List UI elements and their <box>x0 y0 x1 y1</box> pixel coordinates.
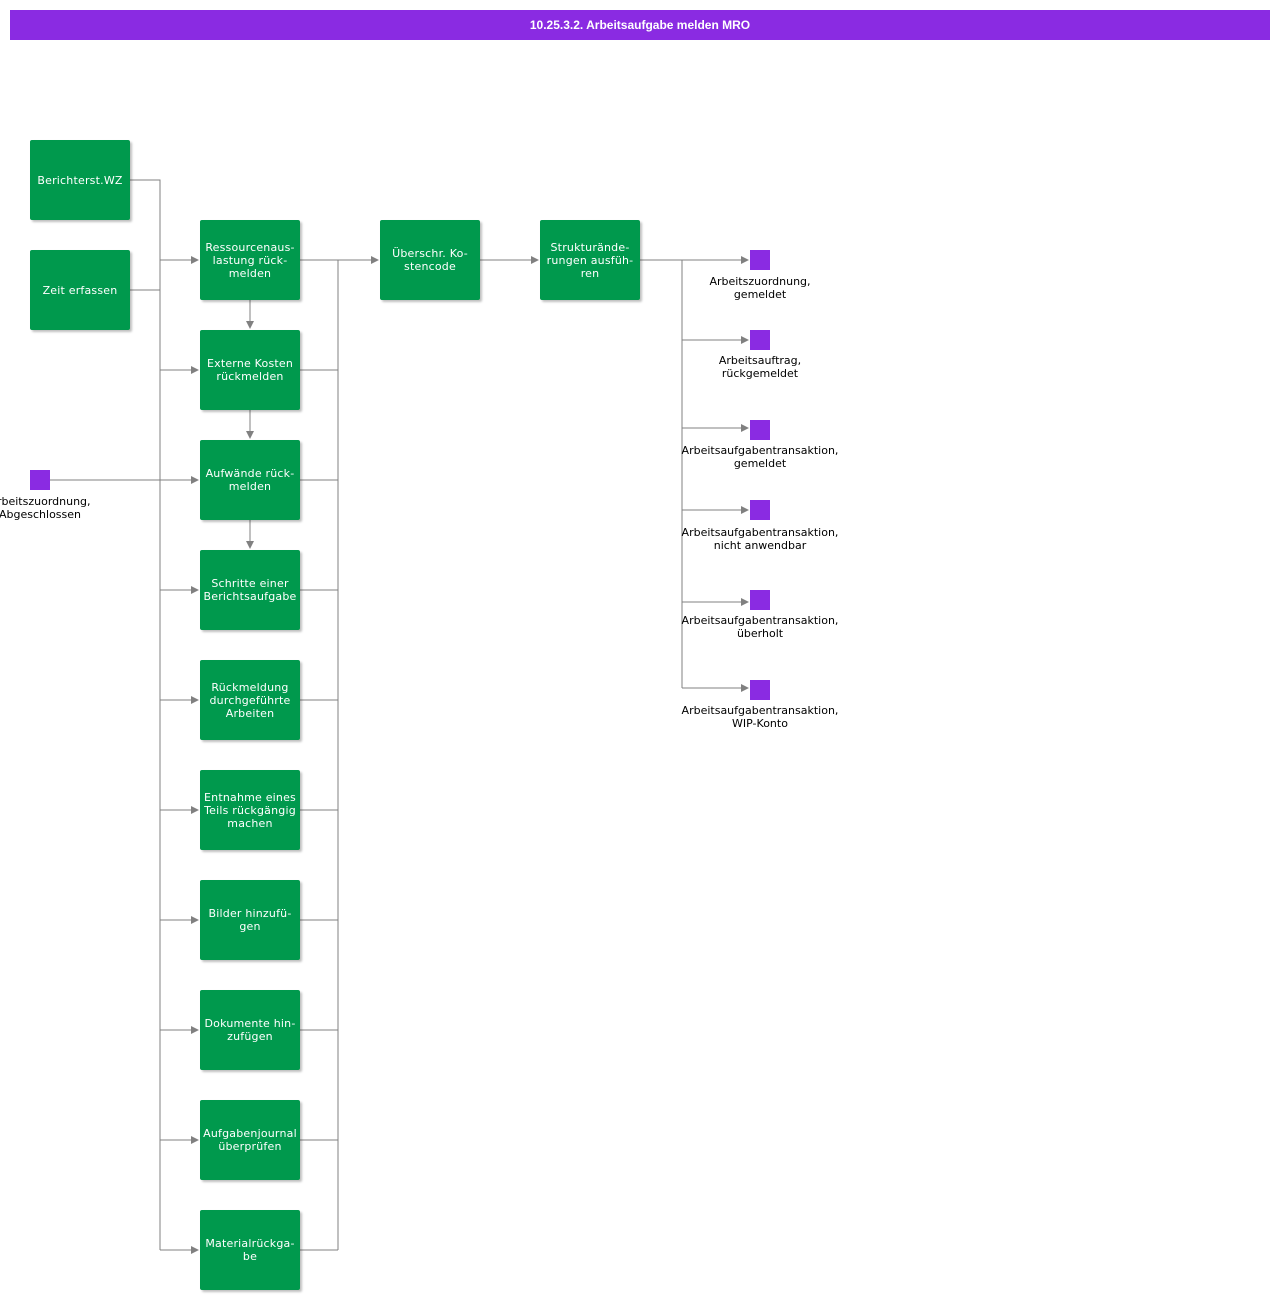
function-label: Berichterst.WZ <box>37 173 123 187</box>
event-5-marker[interactable] <box>750 590 770 610</box>
function-label: Überschr. Ko-stencode <box>392 247 468 273</box>
diagram-title: 10.25.3.2. Arbeitsaufgabe melden MRO <box>529 18 751 32</box>
function-aufwaende[interactable]: Aufwände rück-melden <box>200 440 300 520</box>
function-strukturaenderungen[interactable]: Strukturände-rungen ausfüh-ren <box>540 220 640 300</box>
event-5-label: Arbeitsaufgabentransaktion,überholt <box>681 614 839 640</box>
event-2-label: Arbeitsauftrag,rückgemeldet <box>718 354 802 380</box>
function-materialrueckgabe[interactable]: Materialrückga-be <box>200 1210 300 1290</box>
function-ressourcenauslastung[interactable]: Ressourcenaus-lastung rück-melden <box>200 220 300 300</box>
event-1-marker[interactable] <box>750 250 770 270</box>
edge-berichterst <box>130 179 161 260</box>
function-kostencode[interactable]: Überschr. Ko-stencode <box>380 220 480 300</box>
event-6-marker[interactable] <box>750 680 770 700</box>
function-zeit-erfassen[interactable]: Zeit erfassen <box>30 250 130 330</box>
function-label: Bilder hinzufü-gen <box>208 907 292 933</box>
function-label: Strukturände-rungen ausfüh-ren <box>546 240 634 280</box>
event-3-label: Arbeitsaufgabentransaktion,gemeldet <box>681 444 839 470</box>
event-2-marker[interactable] <box>750 330 770 350</box>
function-berichterst-wz[interactable]: Berichterst.WZ <box>30 140 130 220</box>
event-start-label: Arbeitszuordnung,Abgeschlossen <box>0 495 91 521</box>
event-4-label: Arbeitsaufgabentransaktion,nicht anwendb… <box>681 526 839 552</box>
event-1-label: Arbeitszuordnung,gemeldet <box>709 275 811 301</box>
function-label: Materialrückga-be <box>205 1237 295 1263</box>
function-label: Zeit erfassen <box>42 283 118 297</box>
event-start-marker[interactable] <box>30 470 50 490</box>
event-4-marker[interactable] <box>750 500 770 520</box>
function-label: Ressourcenaus-lastung rück-melden <box>205 240 295 280</box>
function-bilder[interactable]: Bilder hinzufü-gen <box>200 880 300 960</box>
function-label: Aufwände rück-melden <box>205 467 295 493</box>
event-3-marker[interactable] <box>750 420 770 440</box>
event-6-label: Arbeitsaufgabentransaktion,WIP-Konto <box>681 704 839 730</box>
function-dokumente[interactable]: Dokumente hin-zufügen <box>200 990 300 1070</box>
function-label: Dokumente hin-zufügen <box>204 1017 296 1043</box>
diagram-title-bar: 10.25.3.2. Arbeitsaufgabe melden MRO <box>10 10 1270 40</box>
